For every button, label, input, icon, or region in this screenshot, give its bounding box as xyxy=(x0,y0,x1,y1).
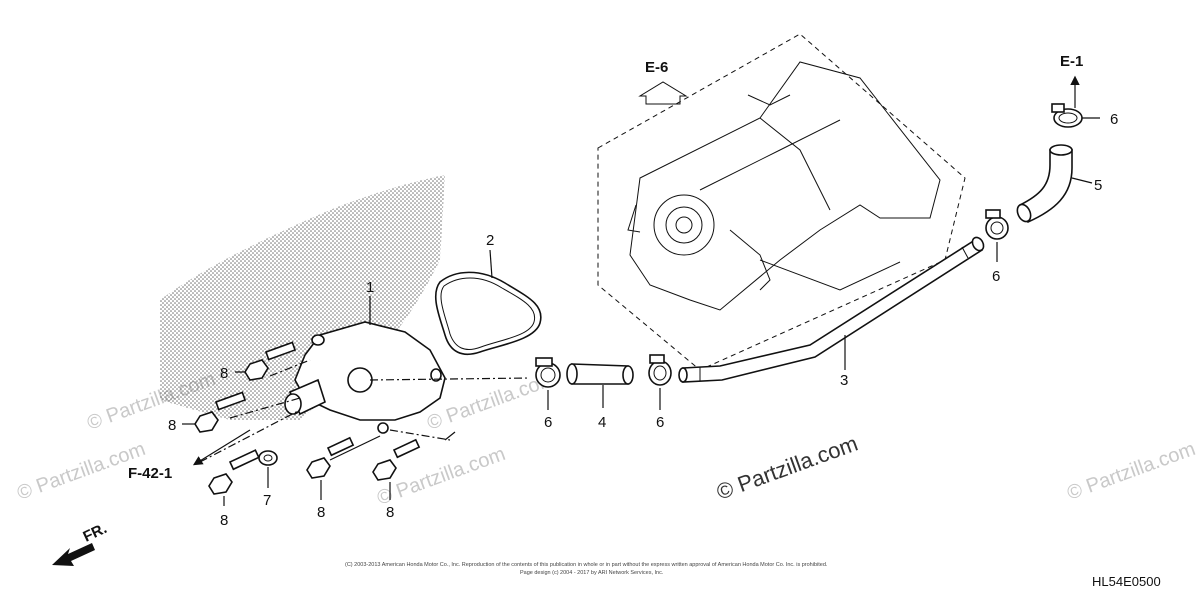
part-6-clamp-c[interactable] xyxy=(985,209,1009,240)
part-3-water-pipe[interactable] xyxy=(678,235,986,383)
callout-6c: 6 xyxy=(992,268,1000,285)
leader-5 xyxy=(1071,177,1093,184)
callout-8b: 8 xyxy=(168,417,176,434)
callout-6a: 6 xyxy=(544,414,552,431)
part-8-bolt-d[interactable] xyxy=(306,436,355,479)
callout-8a: 8 xyxy=(220,365,228,382)
copyright-line-2: Page design (c) 2004 - 2017 by ARI Netwo… xyxy=(520,570,664,576)
ref-f42-label: F-42-1 xyxy=(128,465,172,482)
callout-4: 4 xyxy=(598,414,606,431)
watermark-small-2: © Partzilla.com xyxy=(374,443,508,510)
front-label: FR. xyxy=(81,520,110,546)
part-6-clamp-a[interactable] xyxy=(535,357,561,388)
callout-8c: 8 xyxy=(220,512,228,529)
callout-8d: 8 xyxy=(317,504,325,521)
part-8-bolt-e[interactable] xyxy=(372,438,421,481)
callout-8e: 8 xyxy=(386,504,394,521)
copyright-line-1: (C) 2003-2013 American Honda Motor Co., … xyxy=(345,562,828,568)
shaded-case-area xyxy=(160,175,445,420)
diagram-code: HL54E0500 xyxy=(1092,574,1161,589)
leader-2 xyxy=(489,249,493,279)
watermark-main: © Partzilla.com xyxy=(713,431,861,505)
callout-6b: 6 xyxy=(656,414,664,431)
callout-2: 2 xyxy=(486,232,494,249)
callout-3: 3 xyxy=(840,372,848,389)
part-2-gasket[interactable] xyxy=(435,271,542,356)
part-6-clamp-d[interactable] xyxy=(1051,103,1083,128)
part-4-short-hose[interactable] xyxy=(566,363,634,385)
ref-f42-arrow-icon xyxy=(192,429,251,466)
part-8-bolt-a[interactable] xyxy=(244,341,297,381)
callout-1: 1 xyxy=(366,279,374,296)
ref-e6-label: E-6 xyxy=(645,59,668,76)
part-8-bolt-c[interactable] xyxy=(208,449,260,495)
assembly-lines xyxy=(199,359,531,463)
ref-e6-arrow-icon xyxy=(638,81,688,105)
part-5-bent-hose[interactable] xyxy=(1015,144,1073,224)
part-6-clamp-b[interactable] xyxy=(648,354,672,386)
front-direction-indicator: FR. xyxy=(52,520,110,566)
callout-7: 7 xyxy=(263,492,271,509)
front-arrow-icon xyxy=(52,543,95,566)
part-7-washer[interactable] xyxy=(258,450,278,466)
watermark-small-4: © Partzilla.com xyxy=(1064,438,1198,505)
callout-5: 5 xyxy=(1094,177,1102,194)
callout-6d: 6 xyxy=(1110,111,1118,128)
ref-e1-label: E-1 xyxy=(1060,53,1083,70)
engine-block xyxy=(597,33,966,371)
